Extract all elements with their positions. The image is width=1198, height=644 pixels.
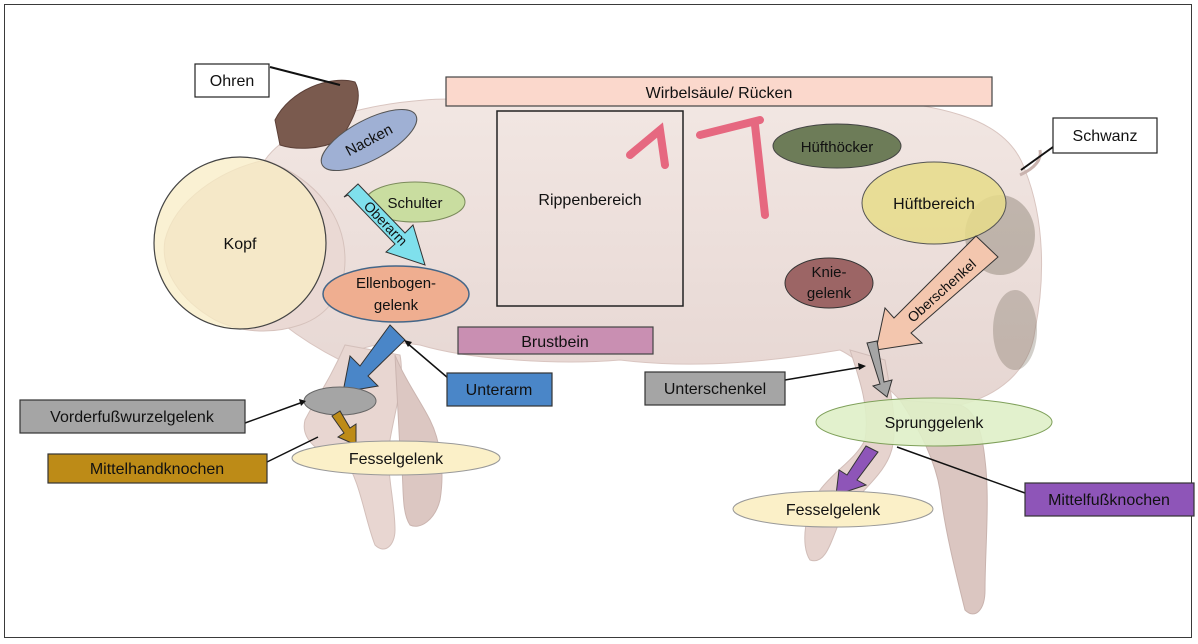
ellenbogen-label: Ellenbogen- gelenk (323, 266, 469, 322)
huefthoecker-text: Hüfthöcker (801, 139, 874, 156)
sprunggelenk-label: Sprunggelenk (816, 398, 1052, 446)
unterarm-text: Unterarm (466, 382, 533, 399)
wirbelsaeule-text: Wirbelsäule/ Rücken (646, 85, 793, 102)
knie-text-2: gelenk (807, 285, 852, 302)
kniegelenk-label: Knie- gelenk (785, 258, 873, 308)
schulter-text: Schulter (387, 195, 442, 212)
ellenbogen-text-2: gelenk (374, 297, 419, 314)
dirt-spot (993, 290, 1037, 370)
fesselgelenk-vorne-text: Fesselgelenk (349, 451, 444, 468)
hueftbereich-label: Hüftbereich (862, 162, 1006, 244)
huefthoecker-label: Hüfthöcker (773, 124, 901, 168)
fesselgelenk-vorne-label: Fesselgelenk (292, 441, 500, 475)
schwanz-label: Schwanz (1021, 118, 1157, 170)
hueftbereich-text: Hüftbereich (893, 196, 975, 213)
fesselgelenk-hinten-label: Fesselgelenk (733, 491, 933, 527)
vorderfusswurzelgelenk-text: Vorderfußwurzelgelenk (50, 409, 215, 426)
schwanz-text: Schwanz (1073, 128, 1138, 145)
wirbelsaeule-label: Wirbelsäule/ Rücken (446, 77, 992, 106)
brustbein-text: Brustbein (521, 334, 589, 351)
fesselgelenk-hinten-text: Fesselgelenk (786, 502, 881, 519)
kopf-text: Kopf (224, 236, 257, 253)
knie-text-1: Knie- (811, 264, 846, 281)
sprunggelenk-text: Sprunggelenk (885, 415, 985, 432)
kopf-label: Kopf (154, 157, 326, 329)
ohren-text: Ohren (210, 73, 254, 90)
rippenbereich-text: Rippenbereich (538, 192, 641, 209)
mittelfussknochen-text: Mittelfußknochen (1048, 492, 1170, 509)
mittelhandknochen-text: Mittelhandknochen (90, 461, 224, 478)
ellenbogen-text-1: Ellenbogen- (356, 275, 436, 292)
brustbein-label: Brustbein (458, 327, 653, 354)
unterschenkel-text: Unterschenkel (664, 381, 766, 398)
